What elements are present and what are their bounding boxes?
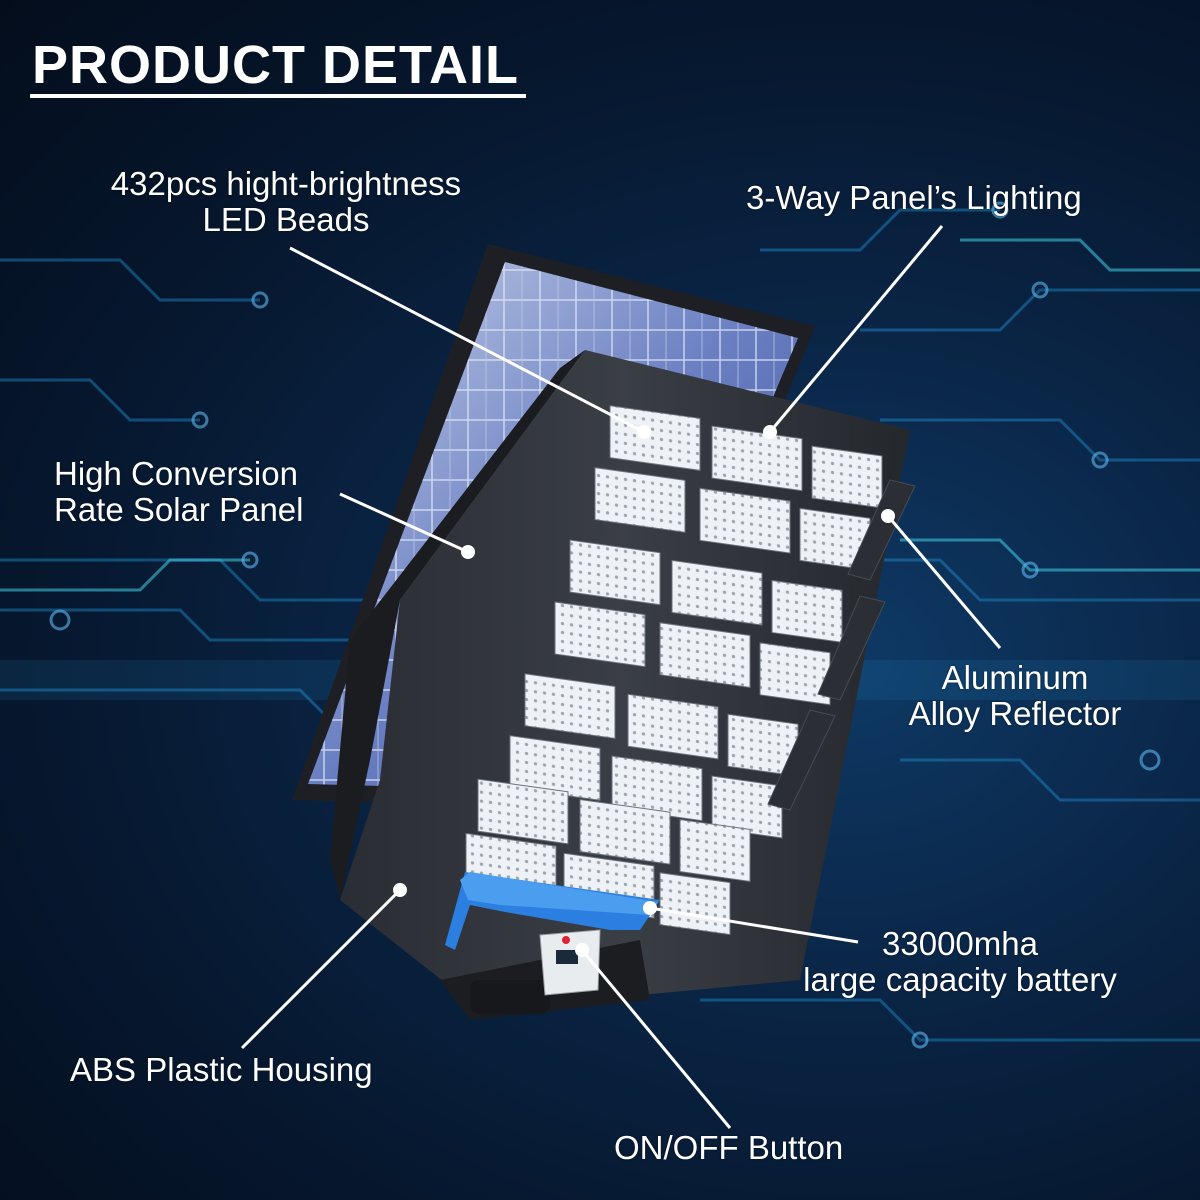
callout-button: ON/OFF Button xyxy=(614,1130,843,1166)
leader-button xyxy=(580,949,732,1129)
leader-solar-panel xyxy=(339,492,469,554)
leader-battery xyxy=(649,906,859,944)
leader-panel-lighting xyxy=(768,225,944,433)
leader-led-beads xyxy=(289,246,645,434)
callout-led-beads-line2: LED Beads xyxy=(202,201,370,238)
callout-reflector-line2: Alloy Reflector xyxy=(908,695,1122,732)
callout-battery: 33000mha large capacity battery xyxy=(780,926,1140,998)
callout-reflector-line1: Aluminum xyxy=(941,659,1089,696)
battery-cover xyxy=(445,872,660,950)
callout-button-line1: ON/OFF Button xyxy=(614,1129,844,1166)
leader-reflector xyxy=(886,515,1002,649)
page-title: PRODUCT DETAIL xyxy=(32,35,519,95)
dot-reflector xyxy=(881,509,895,523)
callout-panel-lighting-line1: 3-Way Panel’s Lighting xyxy=(746,179,1082,216)
dot-led-beads xyxy=(637,425,651,439)
callout-housing-line1: ABS Plastic Housing xyxy=(70,1051,373,1088)
dot-button xyxy=(575,943,589,957)
callout-battery-line1: 33000mha xyxy=(882,925,1038,962)
callout-panel-lighting: 3-Way Panel’s Lighting xyxy=(746,180,1082,216)
callout-led-beads-line1: 432pcs hight-brightness xyxy=(110,165,462,202)
callout-led-beads: 432pcs hight-brightness LED Beads xyxy=(88,166,484,238)
dot-housing xyxy=(393,883,407,897)
callout-battery-line2: large capacity battery xyxy=(803,961,1117,998)
callout-solar-panel: High Conversion Rate Solar Panel xyxy=(54,456,303,528)
callout-solar-panel-line1: High Conversion xyxy=(54,455,298,492)
callout-reflector: Aluminum Alloy Reflector xyxy=(890,660,1140,732)
dot-battery xyxy=(643,901,657,915)
dot-solar-panel xyxy=(461,545,475,559)
title-underline xyxy=(30,94,526,98)
dot-panel-lighting xyxy=(763,425,777,439)
leader-housing xyxy=(240,888,402,1050)
led-modules xyxy=(465,405,883,936)
callout-housing: ABS Plastic Housing xyxy=(70,1052,373,1088)
aluminum-reflector xyxy=(767,479,916,811)
callout-solar-panel-line2: Rate Solar Panel xyxy=(54,491,304,528)
